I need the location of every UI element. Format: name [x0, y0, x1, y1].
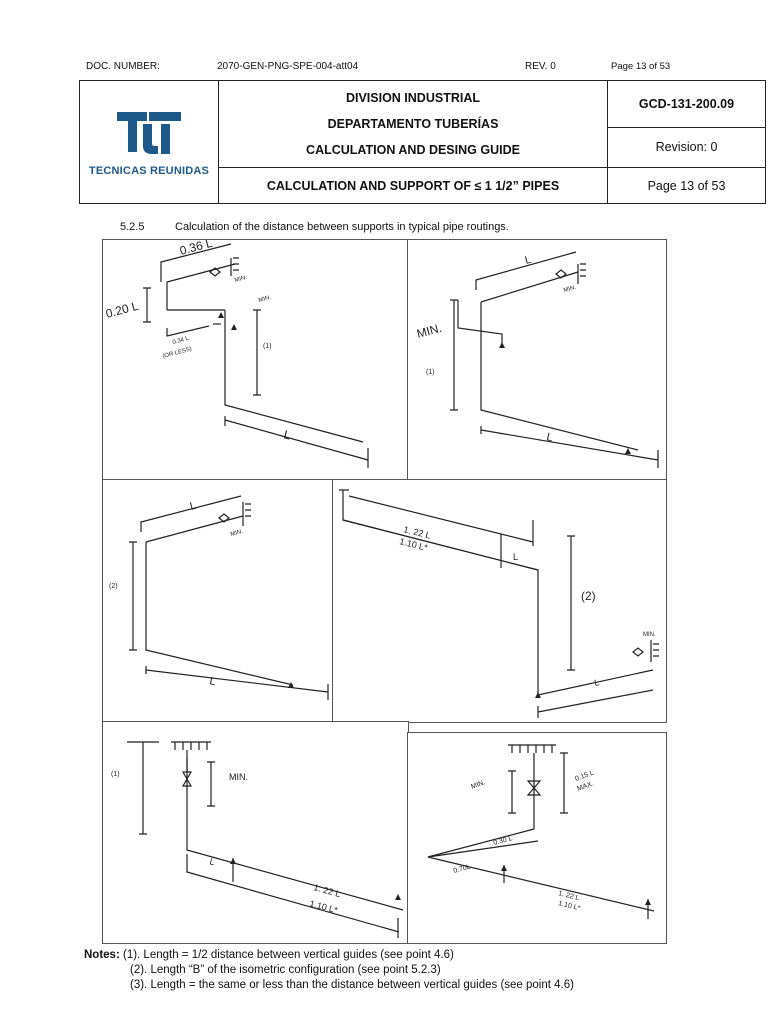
f4-label-l2: L [593, 677, 600, 688]
doc-code: GCD-131-200.09 [608, 81, 765, 128]
revision-label: Revision: 0 [655, 140, 718, 154]
f5-label-min: MIN. [229, 772, 248, 782]
header-table: TECNICAS REUNIDAS DIVISION INDUSTRIAL DE… [79, 80, 766, 204]
f2-label-l2: L [545, 431, 553, 444]
f4-label-l: L [513, 552, 518, 562]
note-2: (2). Length “B” of the isometric configu… [130, 964, 441, 976]
note-1: (1). Length = 1/2 distance between verti… [122, 949, 454, 961]
guide-title: CALCULATION AND DESING GUIDE [306, 143, 520, 157]
figure-5: (1) MIN. L 1. 22 L 1.10 L* [102, 721, 409, 944]
figure-3-drawing: L MIN. (2) L [109, 495, 329, 700]
f1-label-036l: 0.36 L [178, 240, 214, 258]
code-cell: GCD-131-200.09 Revision: 0 [607, 80, 766, 168]
f1-label-l: L [282, 427, 292, 442]
page-top: Page 13 of 53 [611, 61, 671, 72]
notes: Notes: (1). Length = 1/2 distance betwee… [84, 948, 574, 993]
figure-5-drawing: (1) MIN. L 1. 22 L 1.10 L* [111, 741, 404, 938]
f2-label-bigmin: MIN. [415, 321, 443, 341]
f5-label-l: L [208, 856, 215, 867]
f3-label-note2: (2) [109, 583, 118, 590]
f5-label-110l: 1.10 L* [308, 898, 339, 915]
f4-label-min: MIN. [643, 632, 656, 638]
f6-label-max: MAX. [576, 780, 595, 792]
figure-4: 1. 22 L 1.10 L* L (2) MIN. L [332, 479, 667, 723]
title-cell: DIVISION INDUSTRIAL DEPARTAMENTO TUBERÍA… [218, 80, 608, 168]
f1-label-min1: MIN. [234, 275, 248, 284]
company-name: TECNICAS REUNIDAS [88, 164, 210, 177]
figure-3: L MIN. (2) L [102, 479, 334, 723]
f3-label-min: MIN. [230, 529, 244, 538]
f4-label-note2: (2) [581, 589, 596, 603]
f1-label-note1: (1) [263, 343, 272, 350]
doc-number-label: DOC. NUMBER: [86, 61, 160, 72]
f6-label-030l: 0.30 L [493, 835, 514, 847]
revision-top: REV. 0 [525, 61, 556, 72]
f6-label-122l: 1. 22 L [558, 890, 581, 902]
doc-number-value: 2070-GEN-PNG-SPE-004-att04 [217, 61, 359, 72]
figure-4-drawing: 1. 22 L 1.10 L* L (2) MIN. L [339, 489, 659, 718]
f3-label-l1: L [189, 500, 198, 513]
f6-label-110l: 1.10 L* [558, 900, 581, 912]
f1-label-orless: (OR LESS) [162, 346, 193, 360]
division-title: DIVISION INDUSTRIAL [345, 91, 481, 105]
department-title: DEPARTAMENTO TUBERÍAS [327, 117, 499, 131]
figure-6-drawing: MIN. 0.15 L MAX. 0.30 L 0.70L 1. 22 L 1.… [427, 744, 655, 919]
f3-label-l2: L [208, 675, 216, 688]
logo-cell: TECNICAS REUNIDAS [79, 80, 219, 204]
f1-label-min2: MIN. [258, 295, 272, 304]
f2-label-min: MIN. [563, 285, 577, 294]
section-number: 5.2.5 [120, 221, 145, 233]
subject-title: CALCULATION AND SUPPORT OF ≤ 1 1/2” PIPE… [218, 167, 608, 204]
f2-label-l1: L [524, 254, 533, 267]
f6-label-070l: 0.70L [453, 864, 472, 875]
section-title: Calculation of the distance between supp… [175, 221, 509, 233]
figure-6: MIN. 0.15 L MAX. 0.30 L 0.70L 1. 22 L 1.… [407, 732, 667, 944]
f6-label-min: MIN. [470, 779, 486, 791]
note-3: (3). Length = the same or less than the … [130, 979, 574, 991]
f5-label-note1: (1) [111, 771, 120, 778]
f2-label-note1: (1) [426, 369, 435, 376]
figure-1: 0.36 L MIN. MIN. 0.20 L 0.34 L (OR LESS)… [102, 239, 409, 481]
f1-label-020l: 0.20 L [104, 299, 140, 321]
figure-2-drawing: L MIN. MIN. (1) L [415, 251, 659, 468]
company-logo-icon [117, 111, 181, 154]
figure-2: L MIN. MIN. (1) L [407, 239, 667, 481]
figure-1-drawing: 0.36 L MIN. MIN. 0.20 L 0.34 L (OR LESS)… [104, 240, 369, 468]
f1-label-034l: 0.34 L [172, 336, 190, 346]
f5-label-122l: 1. 22 L [312, 882, 341, 899]
page-label: Page 13 of 53 [607, 167, 766, 204]
notes-label: Notes: [84, 949, 120, 961]
